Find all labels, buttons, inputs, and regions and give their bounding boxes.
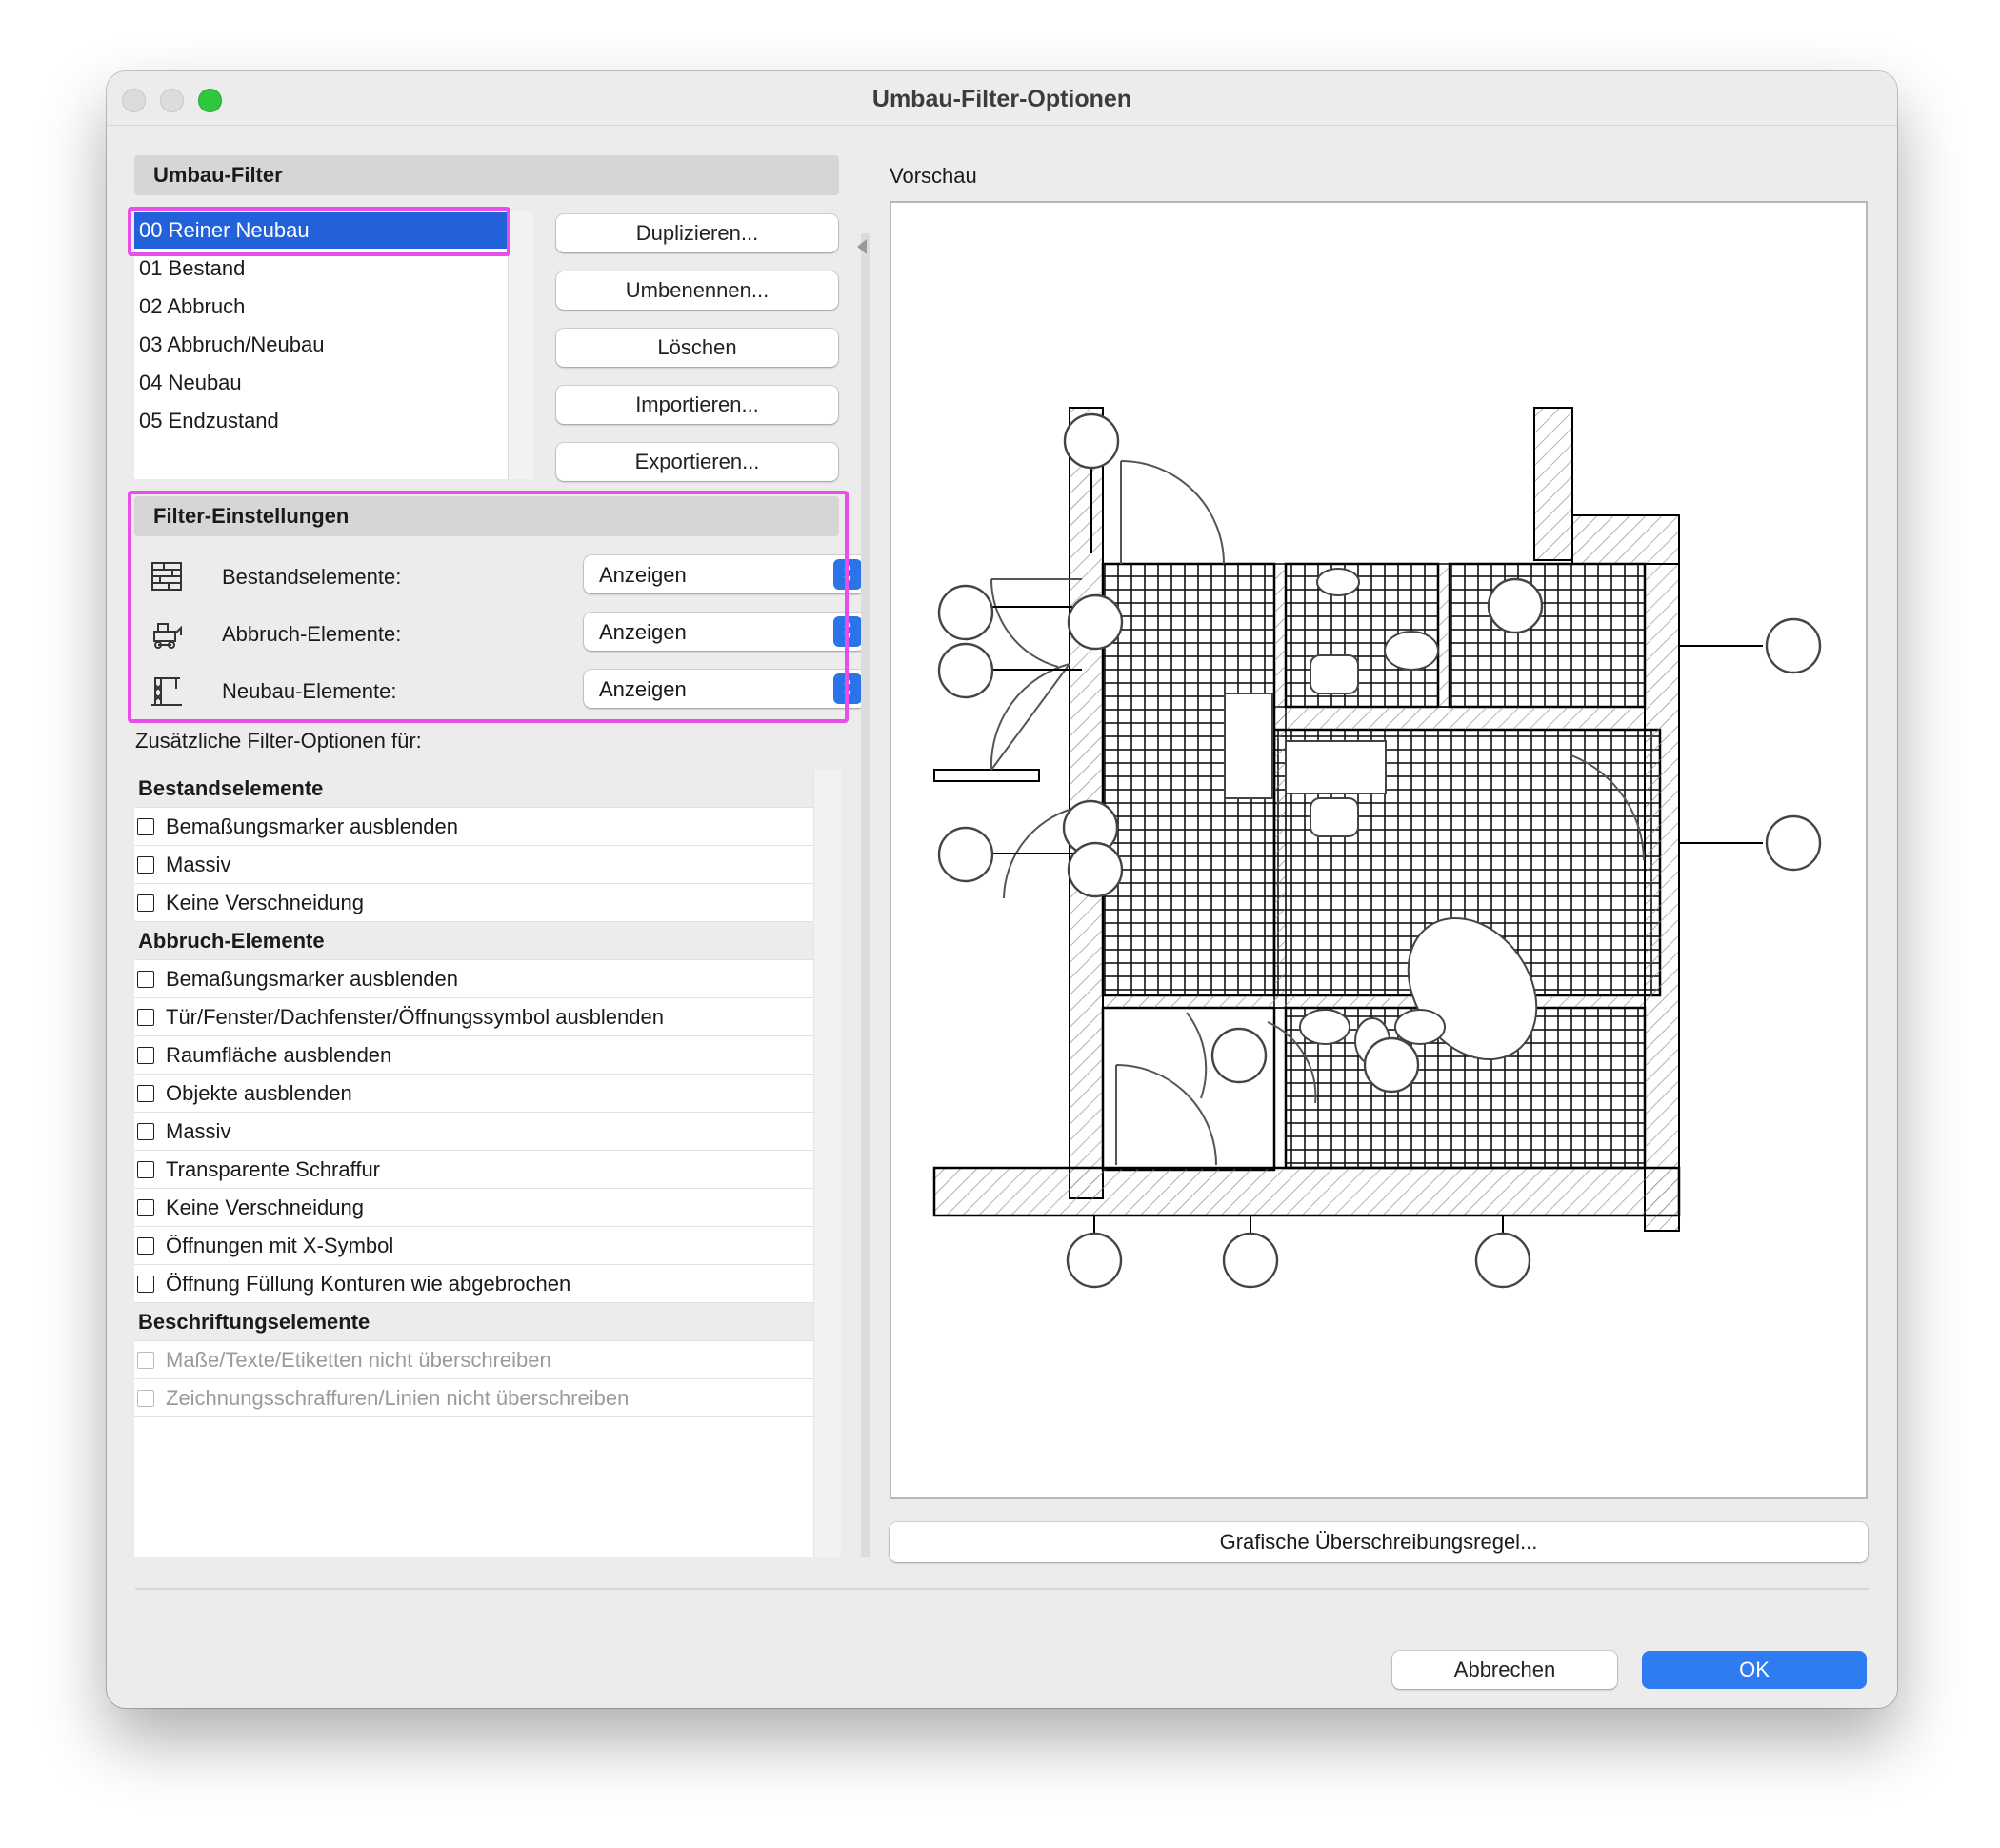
floor-plan-drawing <box>932 407 1822 1289</box>
option-checkbox-row: Maße/Texte/Etiketten nicht überschreiben <box>134 1341 813 1379</box>
duplicate-button[interactable]: Duplizieren... <box>556 214 838 252</box>
floor-plan-preview <box>890 201 1868 1499</box>
checkbox[interactable] <box>137 1123 154 1140</box>
option-group-header: Abbruch-Elemente <box>134 922 813 960</box>
new-elements-select[interactable]: Anzeigen ▲▼ <box>584 670 866 708</box>
option-label: Öffnung Füllung Konturen wie abgebrochen <box>166 1272 571 1296</box>
filter-list-item[interactable]: 05 Endzustand <box>139 409 279 432</box>
setting-label: Neubau-Elemente: <box>222 679 397 703</box>
title-bar: Umbau-Filter-Optionen <box>107 71 1897 126</box>
rename-button[interactable]: Umbenennen... <box>556 271 838 310</box>
option-group-header: Bestandselemente <box>134 770 813 808</box>
select-arrows-icon: ▲▼ <box>833 673 862 704</box>
checkbox[interactable] <box>137 971 154 988</box>
option-label: Objekte ausblenden <box>166 1081 352 1105</box>
demolition-excavator-icon <box>150 616 184 651</box>
option-checkbox-row[interactable]: Keine Verschneidung <box>134 1189 813 1227</box>
panel-splitter[interactable] <box>861 233 870 1557</box>
checkbox[interactable] <box>137 894 154 912</box>
checkbox[interactable] <box>137 1047 154 1064</box>
import-button[interactable]: Importieren... <box>556 386 838 424</box>
select-value: Anzeigen <box>599 620 687 644</box>
checkbox[interactable] <box>137 1085 154 1102</box>
select-arrows-icon: ▲▼ <box>833 559 862 590</box>
cancel-button[interactable]: Abbrechen <box>1392 1651 1617 1689</box>
setting-row-demolition: Abbruch-Elemente: Anzeigen ▲▼ <box>134 611 866 658</box>
brick-wall-icon <box>150 559 184 593</box>
option-checkbox-row[interactable]: Transparente Schraffur <box>134 1151 813 1189</box>
select-value: Anzeigen <box>599 563 687 587</box>
setting-row-existing: Bestandselemente: Anzeigen ▲▼ <box>134 553 866 601</box>
filter-list-item[interactable]: 00 Reiner Neubau <box>134 212 508 249</box>
filter-list-item[interactable]: 03 Abbruch/Neubau <box>139 332 325 356</box>
footer-separator <box>135 1588 1869 1590</box>
dialog-window: Umbau-Filter-Optionen Umbau-Filter 00 Re… <box>107 71 1897 1708</box>
option-checkbox-row[interactable]: Keine Verschneidung <box>134 884 813 922</box>
setting-row-new: Neubau-Elemente: Anzeigen ▲▼ <box>134 668 866 715</box>
preview-label: Vorschau <box>890 164 977 188</box>
option-label: Zeichnungsschraffuren/Linien nicht übers… <box>166 1386 630 1410</box>
option-checkbox-row[interactable]: Massiv <box>134 846 813 884</box>
filter-list-item[interactable]: 04 Neubau <box>139 371 242 394</box>
collapse-arrow-icon[interactable] <box>857 239 867 254</box>
filter-list-item[interactable]: 01 Bestand <box>139 256 246 280</box>
new-construction-crane-icon <box>150 673 184 708</box>
option-label: Massiv <box>166 1119 231 1143</box>
filter-settings-header: Filter-Einstellungen <box>134 496 839 536</box>
demolition-elements-select[interactable]: Anzeigen ▲▼ <box>584 613 866 651</box>
minimize-window-button[interactable] <box>160 89 184 112</box>
option-checkbox-row[interactable]: Öffnung Füllung Konturen wie abgebrochen <box>134 1265 813 1303</box>
select-arrows-icon: ▲▼ <box>833 616 862 647</box>
checkbox[interactable] <box>137 1276 154 1293</box>
option-checkbox-row[interactable]: Bemaßungsmarker ausblenden <box>134 808 813 846</box>
setting-label: Abbruch-Elemente: <box>222 622 402 646</box>
checkbox[interactable] <box>137 1009 154 1026</box>
option-label: Bemaßungsmarker ausblenden <box>166 814 458 838</box>
checkbox[interactable] <box>137 1161 154 1178</box>
option-checkbox-row[interactable]: Tür/Fenster/Dachfenster/Öffnungssymbol a… <box>134 998 813 1036</box>
option-label: Transparente Schraffur <box>166 1157 381 1181</box>
option-label: Keine Verschneidung <box>166 891 364 914</box>
checkbox[interactable] <box>137 1199 154 1216</box>
checkbox[interactable] <box>137 818 154 835</box>
option-checkbox-row[interactable]: Bemaßungsmarker ausblenden <box>134 960 813 998</box>
option-checkbox-row: Zeichnungsschraffuren/Linien nicht übers… <box>134 1379 813 1417</box>
close-window-button[interactable] <box>122 89 146 112</box>
checkbox <box>137 1352 154 1369</box>
option-label: Bemaßungsmarker ausblenden <box>166 967 458 991</box>
option-checkbox-row[interactable]: Massiv <box>134 1113 813 1151</box>
zoom-window-button[interactable] <box>198 89 222 112</box>
option-label: Öffnungen mit X-Symbol <box>166 1234 394 1257</box>
delete-button[interactable]: Löschen <box>556 329 838 367</box>
option-label: Tür/Fenster/Dachfenster/Öffnungssymbol a… <box>166 1005 664 1029</box>
option-label: Massiv <box>166 853 231 876</box>
graphic-override-button[interactable]: Grafische Überschreibungsregel... <box>890 1522 1868 1562</box>
window-title: Umbau-Filter-Optionen <box>871 86 1132 112</box>
option-checkbox-row[interactable]: Objekte ausblenden <box>134 1075 813 1113</box>
select-value: Anzeigen <box>599 677 687 701</box>
list-scrollbar[interactable] <box>509 211 533 479</box>
option-checkbox-row[interactable]: Raumfläche ausblenden <box>134 1036 813 1075</box>
options-scrollbar[interactable] <box>813 770 841 1557</box>
option-group-header: Beschriftungselemente <box>134 1303 813 1341</box>
checkbox[interactable] <box>137 856 154 874</box>
option-label: Keine Verschneidung <box>166 1195 364 1219</box>
checkbox <box>137 1390 154 1407</box>
filter-list-item[interactable]: 02 Abbruch <box>139 294 246 318</box>
checkbox[interactable] <box>137 1237 154 1255</box>
option-label: Raumfläche ausblenden <box>166 1043 392 1067</box>
umbau-filter-header: Umbau-Filter <box>134 155 839 195</box>
additional-options-title: Zusätzliche Filter-Optionen für: <box>135 729 422 753</box>
option-label: Maße/Texte/Etiketten nicht überschreiben <box>166 1348 551 1372</box>
setting-label: Bestandselemente: <box>222 565 402 589</box>
export-button[interactable]: Exportieren... <box>556 443 838 481</box>
umbau-filter-list[interactable]: 00 Reiner Neubau 01 Bestand 02 Abbruch 03 A… <box>134 211 509 479</box>
ok-button[interactable]: OK <box>1642 1651 1867 1689</box>
option-checkbox-row[interactable]: Öffnungen mit X-Symbol <box>134 1227 813 1265</box>
existing-elements-select[interactable]: Anzeigen ▲▼ <box>584 555 866 593</box>
